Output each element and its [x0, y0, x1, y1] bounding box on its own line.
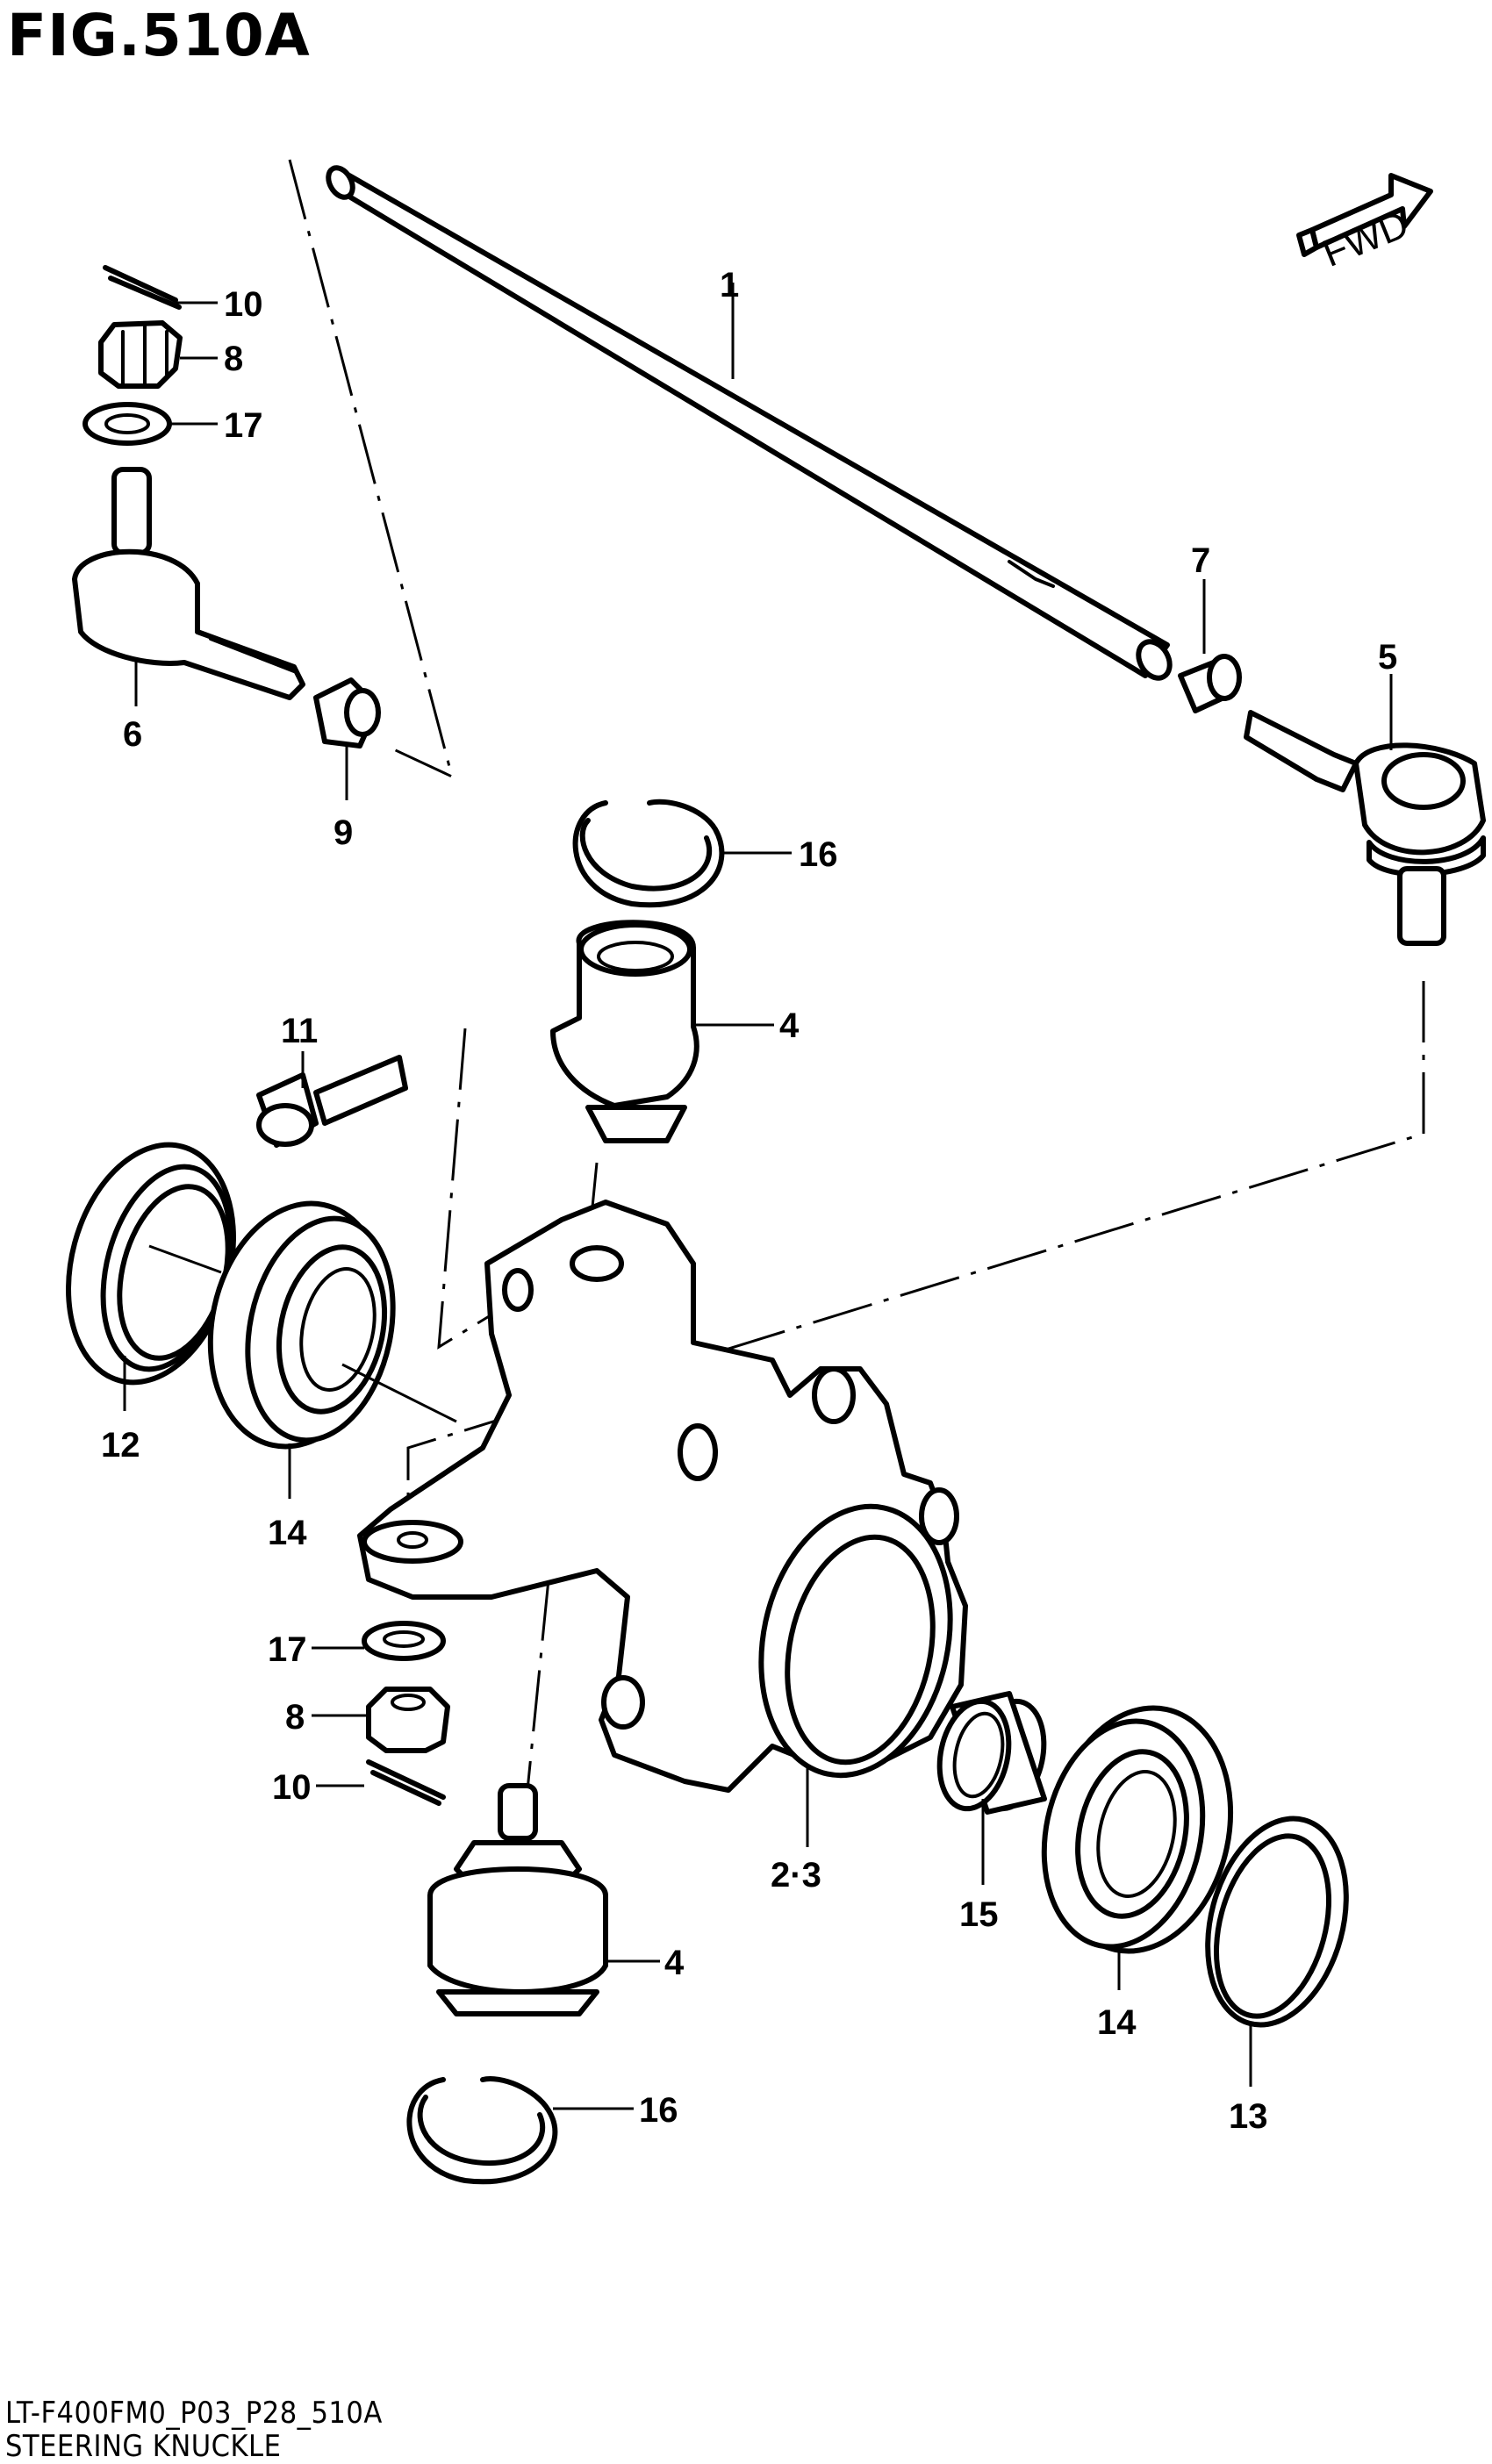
ball-joint-4-top [550, 920, 699, 1143]
callout-8-lower: 8 [285, 1698, 305, 1737]
cotter-pin-top [103, 265, 182, 310]
washer-17-lower [362, 1621, 446, 1661]
callout-11: 11 [281, 1012, 318, 1050]
callout-1: 1 [720, 266, 739, 304]
bearing-14-left [207, 1200, 396, 1450]
callout-12: 12 [101, 1426, 140, 1465]
tie-rod-end-6 [72, 467, 305, 700]
bearing-14-right [1041, 1705, 1234, 1954]
callout-8-top: 8 [224, 340, 243, 378]
callout-2-3: 2·3 [771, 1856, 821, 1895]
castle-nut-top [98, 320, 183, 389]
leader-lines [123, 283, 1393, 2110]
callout-17-lower: 17 [268, 1630, 307, 1669]
callout-4-lower: 4 [664, 1944, 685, 1982]
callout-labels: 1 2·3 4 4 5 6 7 8 8 9 10 10 11 12 13 14 … [101, 266, 1397, 2136]
fwd-arrow-icon: FWD [1296, 173, 1433, 276]
callout-10-lower: 10 [272, 1768, 312, 1807]
tie-rod [326, 165, 1173, 681]
figure-title: FIG.510A [7, 2, 311, 69]
callout-5: 5 [1378, 638, 1397, 677]
circlip-16-lower [406, 2076, 558, 2185]
callout-9: 9 [334, 813, 353, 852]
callout-10-top: 10 [224, 285, 263, 324]
callout-7: 7 [1191, 541, 1210, 580]
callout-13: 13 [1229, 2097, 1268, 2136]
nut-9 [313, 677, 381, 749]
bolt-11 [256, 1055, 408, 1148]
figure-name: STEERING KNUCKLE [5, 2429, 282, 2464]
callout-14-right: 14 [1097, 2003, 1137, 2042]
callout-4-top: 4 [779, 1006, 800, 1045]
collar-15 [936, 1691, 1047, 1815]
callout-15: 15 [959, 1895, 999, 1934]
callout-6: 6 [123, 715, 142, 754]
circlip-16-top [572, 799, 725, 908]
callout-16-top: 16 [799, 835, 838, 874]
ball-joint-4-lower [427, 1783, 608, 2016]
callout-17-top: 17 [224, 406, 263, 445]
callout-16-lower: 16 [639, 2091, 678, 2130]
steering-knuckle-2-3 [357, 1200, 968, 1793]
nut-7 [1178, 654, 1242, 713]
cotter-pin-lower [366, 1759, 446, 1806]
callout-14-left: 14 [268, 1514, 307, 1552]
model-code: LT-F400FM0_P03_P28_510A [5, 2396, 383, 2431]
castle-nut-8-lower [366, 1687, 450, 1753]
washer-top [82, 402, 172, 446]
tie-rod-end-5 [1244, 710, 1486, 946]
